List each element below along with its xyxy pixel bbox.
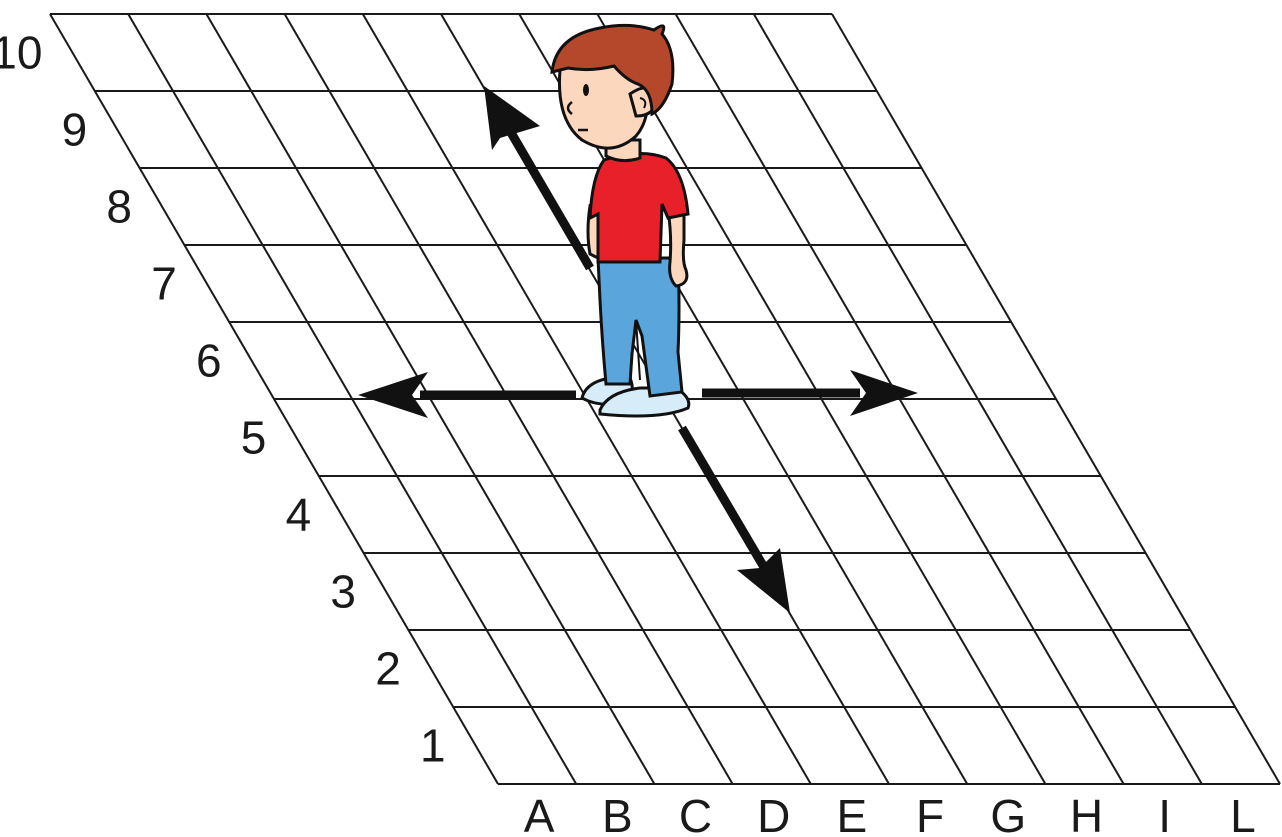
- row-label: 3: [330, 566, 356, 618]
- column-label: I: [1158, 790, 1171, 837]
- boy-figure: [550, 23, 691, 418]
- row-label: 1: [420, 720, 446, 772]
- grid-column-line: [752, 13, 1203, 785]
- arrow-left: [358, 372, 576, 418]
- column-label: A: [524, 790, 555, 837]
- row-label: 9: [62, 104, 88, 156]
- column-label: D: [757, 790, 790, 837]
- column-label: E: [837, 790, 868, 837]
- boy-nose: [566, 101, 573, 115]
- arrow-right: [702, 370, 918, 416]
- grid-column-line: [596, 13, 1047, 785]
- column-label: F: [916, 790, 944, 837]
- boy-right-arm: [666, 208, 689, 288]
- row-label: 2: [375, 643, 401, 695]
- grid-column-line: [831, 13, 1281, 785]
- arrow-forward: [484, 86, 594, 271]
- row-label: 8: [106, 181, 132, 233]
- boy-hair: [550, 23, 675, 117]
- column-label: H: [1070, 790, 1103, 837]
- column-label: C: [679, 790, 712, 837]
- row-label: 4: [286, 489, 312, 541]
- column-label: G: [990, 790, 1026, 837]
- row-label: 6: [196, 335, 222, 387]
- grid-column-line: [49, 13, 499, 785]
- column-label: B: [602, 790, 633, 837]
- row-label: 5: [241, 412, 267, 464]
- row-label: 10: [0, 27, 42, 79]
- boy-pants: [596, 256, 684, 398]
- arrow-backward: [678, 425, 790, 613]
- row-label: 7: [151, 258, 177, 310]
- boy-eye: [583, 84, 589, 96]
- boy-shirt: [588, 151, 690, 264]
- grid-column-line: [127, 13, 578, 785]
- column-label: L: [1230, 790, 1256, 837]
